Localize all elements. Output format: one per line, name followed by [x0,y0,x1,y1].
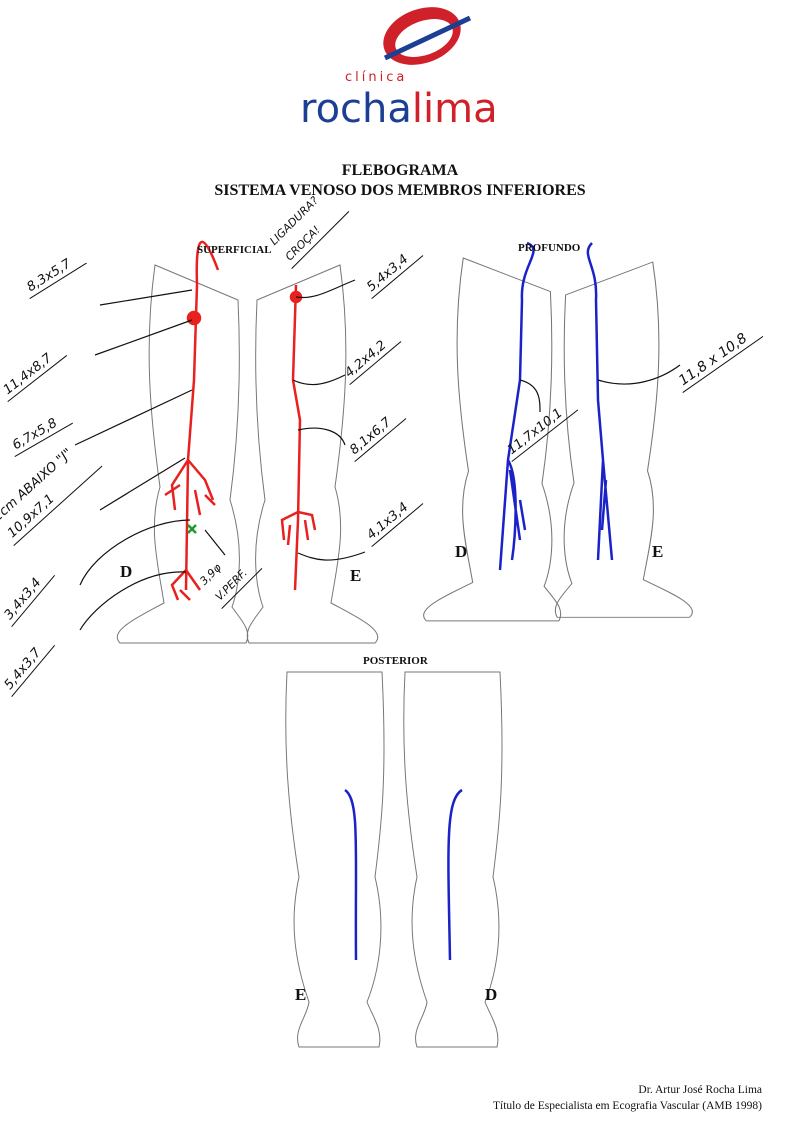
section-label-profundo: PROFUNDO [518,242,581,254]
deep-veins [344,241,614,961]
side-label-right: D [485,985,498,1004]
section-label-posterior: POSTERIOR [363,655,428,667]
side-label-left: E [295,985,307,1004]
side-label-right: D [455,542,468,561]
annotation-arrows [74,279,681,631]
footer-doctor-name: Dr. Artur José Rocha Lima [638,1084,762,1096]
logo-name-part1: rocha [300,86,412,132]
side-label-left: E [350,566,362,585]
leg-outline-deep-left [554,261,693,618]
superficial-veins [164,240,317,601]
logo-prefix: clínica [345,70,408,85]
logo-emblem [383,7,472,65]
document-subtitle: SISTEMA VENOSO DOS MEMBROS INFERIORES [214,182,586,199]
perforator-mark-icon [187,524,197,534]
side-label-right: D [120,562,133,581]
section-label-superficial: SUPERFICIAL [197,244,272,256]
document-title: FLEBOGRAMA [341,162,459,179]
side-label-left: E [652,542,664,561]
logo-wordmark: rochalima [300,88,498,130]
logo-name-part2: lima [411,86,498,132]
footer-credential: Título de Especialista em Ecografia Vasc… [493,1100,762,1112]
